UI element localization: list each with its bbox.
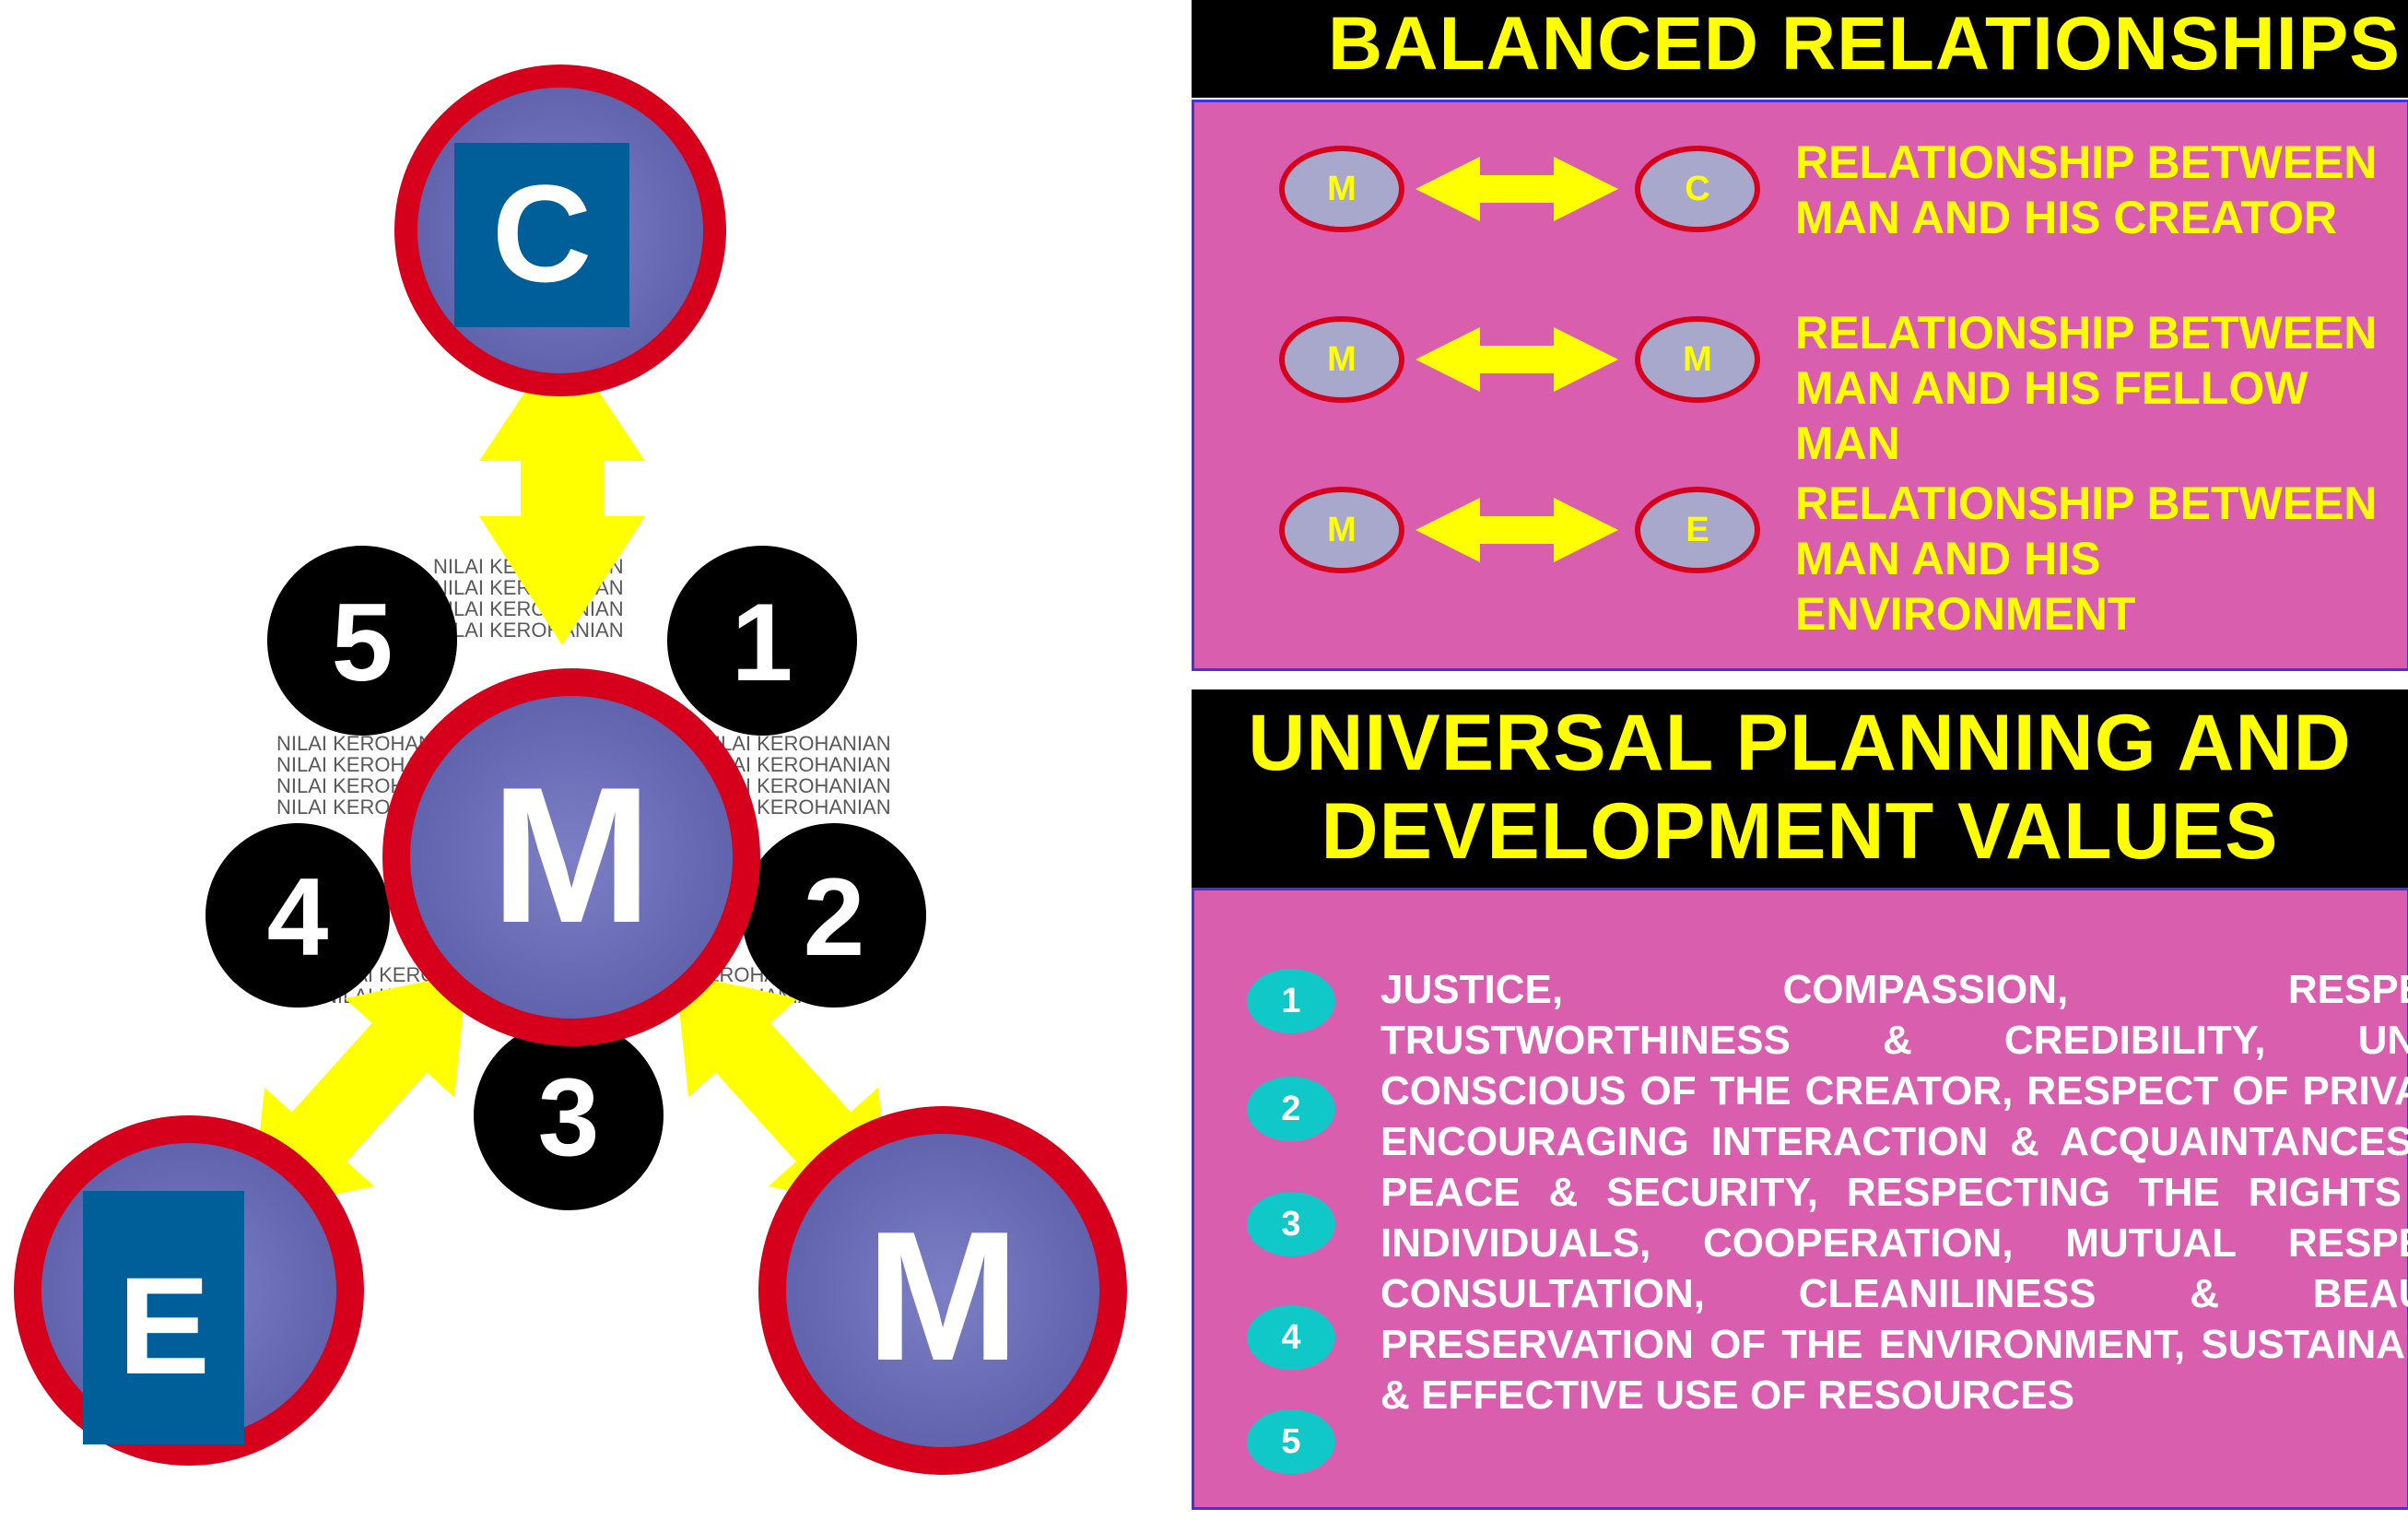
relationship-diagram: NILAI KEROHANIAN NILAI KEROHANIAN NILAI … (14, 65, 1127, 1475)
man-oval: M (1279, 316, 1404, 403)
balanced-relationships-box: M C RELATIONSHIP BETWEEN MAN AND HIS CRE… (1192, 100, 2408, 671)
environment-node: E (14, 1115, 364, 1466)
number-4: 4 (267, 855, 329, 979)
universal-values-title: UNIVERSAL PLANNING AND DEVELOPMENT VALUE… (1192, 689, 2408, 888)
bg-text-line: NILAI KEROHANIAN (700, 732, 891, 755)
relationship-row-environment: M E RELATIONSHIP BETWEEN MAN AND HIS ENV… (1194, 477, 2408, 640)
creator-node: C (394, 65, 726, 396)
environment-letter: E (118, 1248, 210, 1403)
number-2: 2 (804, 855, 865, 979)
arrow-man-environment (251, 972, 468, 1213)
man-oval: M (1279, 146, 1404, 232)
value-number-5: 5 (1247, 1409, 1335, 1474)
value-number-3: 3 (1247, 1192, 1335, 1256)
relationship-text: RELATIONSHIP BETWEEN MAN AND HIS CREATOR (1795, 136, 2378, 243)
value-number-1: 1 (1247, 969, 1335, 1033)
fellowman-letter: M (866, 1194, 1020, 1399)
number-3: 3 (538, 1055, 600, 1179)
universal-values-title-line2: DEVELOPMENT VALUES (1321, 787, 2279, 876)
number-5: 5 (332, 581, 394, 704)
bg-text-line: NILAI KEROHANIAN (433, 597, 624, 620)
man-oval: M (1279, 487, 1404, 573)
creator-oval: C (1635, 146, 1760, 232)
values-description: JUSTICE, COMPASSION, RESPECT, TRUSTWORTH… (1380, 967, 2408, 1418)
number-circles: 5 1 4 2 3 (206, 546, 926, 1210)
relationship-text: RELATIONSHIP BETWEEN MAN AND HIS ENVIRON… (1795, 477, 2378, 640)
balanced-relationships-title: BALANCED RELATIONSHIPS (1192, 0, 2408, 98)
double-arrow-icon (1415, 157, 1618, 221)
man-center-node: M (382, 668, 760, 1046)
double-arrow-icon (1415, 327, 1618, 392)
arrow-creator-man (479, 336, 645, 645)
man-center-letter: M (491, 747, 652, 963)
value-number-4: 4 (1247, 1305, 1335, 1370)
universal-values-box: 1 2 3 4 5 JUSTICE, COMPASSION, RESPECT, … (1192, 888, 2408, 1510)
value-number-2: 2 (1247, 1077, 1335, 1141)
creator-letter: C (492, 156, 592, 311)
number-1: 1 (732, 581, 793, 704)
relationship-text: RELATIONSHIP BETWEEN MAN AND HIS FELLOW … (1795, 307, 2378, 469)
fellowman-node: M (758, 1106, 1127, 1475)
universal-values-title-line1: UNIVERSAL PLANNING AND (1248, 699, 2352, 787)
bg-text-line: NILAI KEROHANIAN (433, 619, 624, 642)
fellowman-oval: M (1635, 316, 1760, 403)
environment-oval: E (1635, 487, 1760, 573)
relationship-row-fellowman: M M RELATIONSHIP BETWEEN MAN AND HIS FEL… (1194, 307, 2408, 469)
relationship-row-creator: M C RELATIONSHIP BETWEEN MAN AND HIS CRE… (1194, 136, 2408, 256)
double-arrow-icon (1415, 498, 1618, 562)
